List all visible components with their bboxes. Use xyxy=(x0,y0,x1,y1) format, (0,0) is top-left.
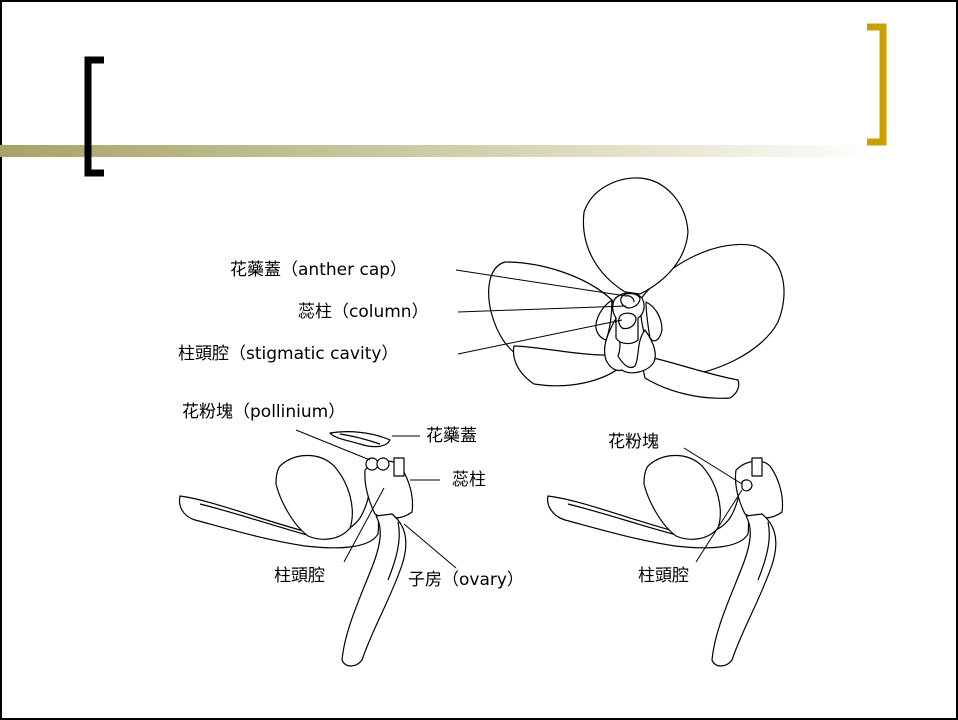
label-column: 蕊柱（column） xyxy=(298,302,429,322)
label-anther-cap: 花藥蓋（anther cap） xyxy=(230,260,407,280)
label-ovary: 子房（ovary） xyxy=(408,570,524,590)
orchid-front-view xyxy=(489,178,784,398)
label-stigmatic-cavity-right: 柱頭腔 xyxy=(638,566,689,586)
orchid-side-view-left xyxy=(180,432,413,666)
label-column-side: 蕊柱 xyxy=(452,470,486,490)
label-anther-cap-side: 花藥蓋 xyxy=(426,426,477,446)
label-pollinium: 花粉塊（pollinium） xyxy=(182,402,345,422)
orchid-side-view-right xyxy=(548,456,783,667)
label-stigmatic-cavity: 柱頭腔（stigmatic cavity） xyxy=(178,344,398,364)
label-stigmatic-cavity-left: 柱頭腔 xyxy=(274,566,325,586)
right-bracket-icon xyxy=(867,27,883,142)
label-pollinium-right: 花粉塊 xyxy=(608,432,659,452)
title-bar xyxy=(0,145,880,157)
